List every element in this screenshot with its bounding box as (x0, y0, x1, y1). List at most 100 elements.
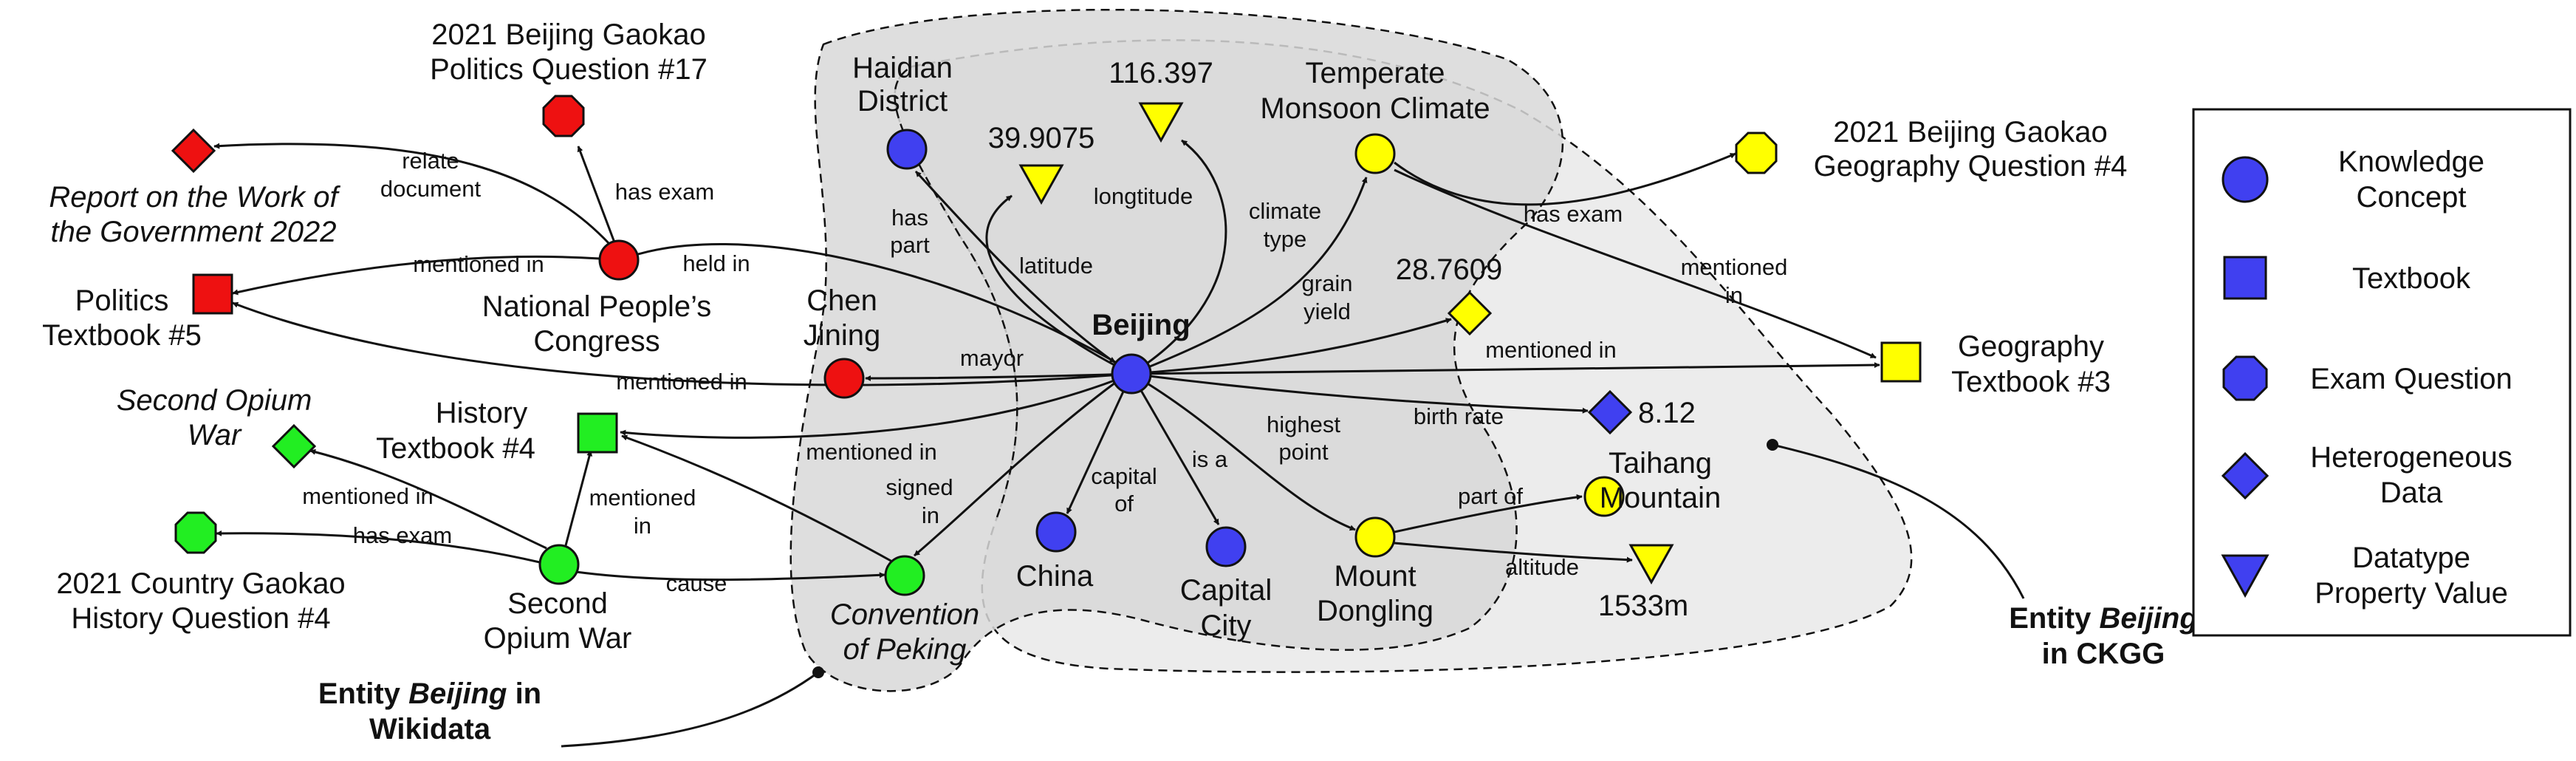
climate-type-label-2: type (1264, 226, 1307, 252)
edge-climate-has-exam (1394, 152, 1736, 206)
convention-of-peking-node (884, 555, 925, 596)
region-labels: Entity Beijing in Wikidata Entity Beijin… (318, 602, 2198, 745)
history-tb-label-2: Textbook #4 (376, 432, 535, 465)
altitude-value-node (1628, 544, 1674, 585)
sow-mentioned-tb-label-1: mentioned (589, 485, 696, 511)
has-part-label-1: has (891, 205, 928, 231)
longtitude-value-node (1138, 102, 1184, 143)
birth-rate-value-node (1587, 389, 1633, 435)
latitude-label: latitude (1019, 253, 1093, 279)
second-opium-war-node (538, 544, 580, 585)
edge-sow-mentioned-sow (309, 448, 547, 550)
edge-mentioned-politics-tb (232, 301, 1132, 386)
signed-in-label-1: signed (886, 474, 953, 500)
taihang-label-1: Taihang (1609, 447, 1712, 480)
chen-label-1: Chen (806, 284, 877, 317)
politics-q17-label-1: 2021 Beijing Gaokao (431, 18, 705, 51)
edge-birth-rate (1131, 372, 1589, 414)
latitude-value-node (1018, 164, 1064, 205)
legend-datatype-icon (2221, 554, 2270, 598)
tmc-label-1: Temperate (1306, 57, 1445, 89)
overlap-outline (894, 65, 1018, 518)
ckgg-region-label-1: Entity Beijing (2009, 602, 2198, 635)
grain-yield-label-2: yield (1304, 298, 1351, 324)
legend-exam-icon (2222, 355, 2268, 401)
edge-has-part (914, 170, 1132, 375)
politics-textbook-node (192, 273, 233, 315)
npc-label-2: Congress (533, 325, 660, 358)
longtitude-value-label: 116.397 (1109, 57, 1213, 89)
edge-highest-point (1131, 372, 1356, 531)
wikidata-pointer (561, 671, 819, 748)
geography-textbook-node (1880, 341, 1922, 383)
ckgg-region-label-2: in CKGG (2042, 638, 2165, 670)
mentioned-in-history-label: mentioned in (806, 439, 937, 465)
edge-mentioned-history-tb (620, 372, 1132, 439)
highest-point-label-1: highest (1267, 412, 1340, 437)
is-a-label: is a (1192, 446, 1228, 472)
china-node (1035, 511, 1077, 553)
edge-peking-mentioned-in (621, 434, 893, 563)
chen-jining-node (823, 358, 865, 399)
grain-yield-value-label: 28.7609 (1396, 253, 1503, 286)
china-label: China (1016, 560, 1094, 593)
legend-datatype-label-1: Datatype (2352, 542, 2470, 574)
report-work-government-node (171, 128, 216, 174)
legend-hetero-icon (2221, 451, 2270, 500)
geography-tb-label-1: Geography (1958, 330, 2104, 363)
edge-grain-yield (1131, 318, 1452, 375)
climate-mentioned-geo-label-1: mentioned (1681, 254, 1788, 280)
nodes (171, 95, 1922, 596)
edge-sow-has-exam (216, 530, 544, 564)
capital-label-2: City (1201, 610, 1252, 642)
sow-italic-label-1: Second Opium (117, 384, 312, 417)
country-history-q4-node (174, 511, 217, 554)
second-opium-war-data-node (271, 423, 317, 469)
latitude-value-label: 39.9075 (988, 122, 1095, 154)
npc-has-exam-label: has exam (615, 179, 714, 205)
birth-rate-label: birth rate (1414, 403, 1504, 429)
edge-longtitude (1131, 139, 1227, 375)
birth-rate-value-label: 8.12 (1638, 397, 1696, 429)
politics-tb-label-1: Politics (75, 284, 169, 317)
edge-cause (575, 570, 886, 581)
grain-yield-value-node (1447, 290, 1493, 336)
capital-of-label-1: capital (1091, 463, 1157, 489)
longtitude-label: longtitude (1094, 183, 1193, 209)
held-in-label: held in (682, 250, 750, 276)
haidian-label-2: District (857, 85, 948, 117)
edge-relate-document (213, 143, 611, 245)
mayor-label: mayor (960, 345, 1024, 371)
ckgg-pointer-dot (1767, 439, 1778, 451)
edge-npc-has-exam (577, 146, 616, 243)
legend-hetero-label-2: Data (2380, 477, 2443, 509)
mentioned-in-geo-tb-label: mentioned in (1485, 337, 1617, 363)
sow-label-1: Second (507, 587, 608, 620)
climate-mentioned-geo-label-2: in (1725, 282, 1743, 308)
politics-q17-label-2: Politics Question #17 (430, 53, 708, 86)
peking-label-1: Convention (830, 598, 979, 631)
geography-q4-node (1735, 132, 1778, 174)
politics-q17-node (542, 95, 585, 137)
npc-node (598, 239, 640, 281)
legend-hetero-label-1: Heterogeneous (2310, 441, 2512, 474)
relate-document-label-2: document (380, 176, 482, 202)
haidian-label-1: Haidian (852, 52, 953, 84)
sow-label-2: Opium War (484, 622, 632, 655)
legend-textbook-label: Textbook (2352, 262, 2471, 295)
tmc-label-2: Monsoon Climate (1260, 92, 1490, 125)
grain-yield-label-1: grain (1302, 270, 1353, 296)
geography-q4-label-2: Geography Question #4 (1814, 150, 2128, 182)
legend-concept-icon (2222, 156, 2269, 203)
edge-part-of (1394, 494, 1583, 533)
legend-concept-label-1: Knowledge (2338, 146, 2484, 178)
npc-label-1: National People’s (482, 290, 712, 323)
legend-textbook-icon (2223, 256, 2267, 300)
mount-dongling-node (1354, 516, 1396, 558)
history-textbook-node (577, 412, 618, 454)
geography-tb-label-2: Textbook #3 (1951, 366, 2111, 398)
edge-sow-mentioned-tb (564, 450, 593, 549)
ckgg-pointer (1772, 443, 2025, 599)
capital-of-label-2: of (1114, 491, 1134, 516)
chen-label-2: Jining (804, 319, 881, 352)
